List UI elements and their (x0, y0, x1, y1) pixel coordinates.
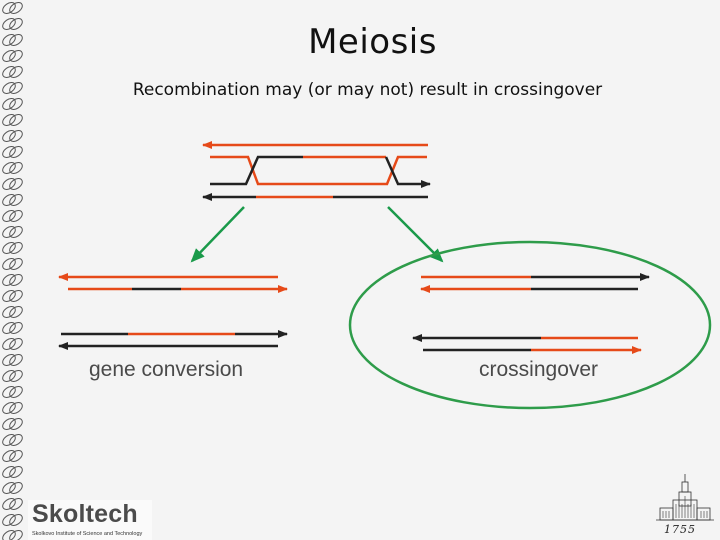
resolution-arrow-left (192, 207, 244, 261)
crossingover-label: crossingover (479, 358, 598, 381)
gene-conversion-product: gene conversion (59, 277, 287, 381)
logo-text: Skoltech (32, 500, 138, 529)
skoltech-logo: Skoltech Skolkovo Institute of Science a… (28, 500, 152, 540)
crossingover-product: crossingover (413, 277, 649, 381)
seal-year: 1755 (664, 523, 696, 536)
holliday-junction (203, 145, 430, 197)
strand-orange-cross (210, 157, 427, 184)
resolution-arrow-right (388, 207, 442, 261)
strand-black-cross-right (386, 157, 430, 184)
logo-tagline: Skolkovo Institute of Science and Techno… (32, 531, 142, 537)
gene-conversion-label: gene conversion (89, 358, 243, 381)
crossingover-circle (350, 242, 710, 408)
